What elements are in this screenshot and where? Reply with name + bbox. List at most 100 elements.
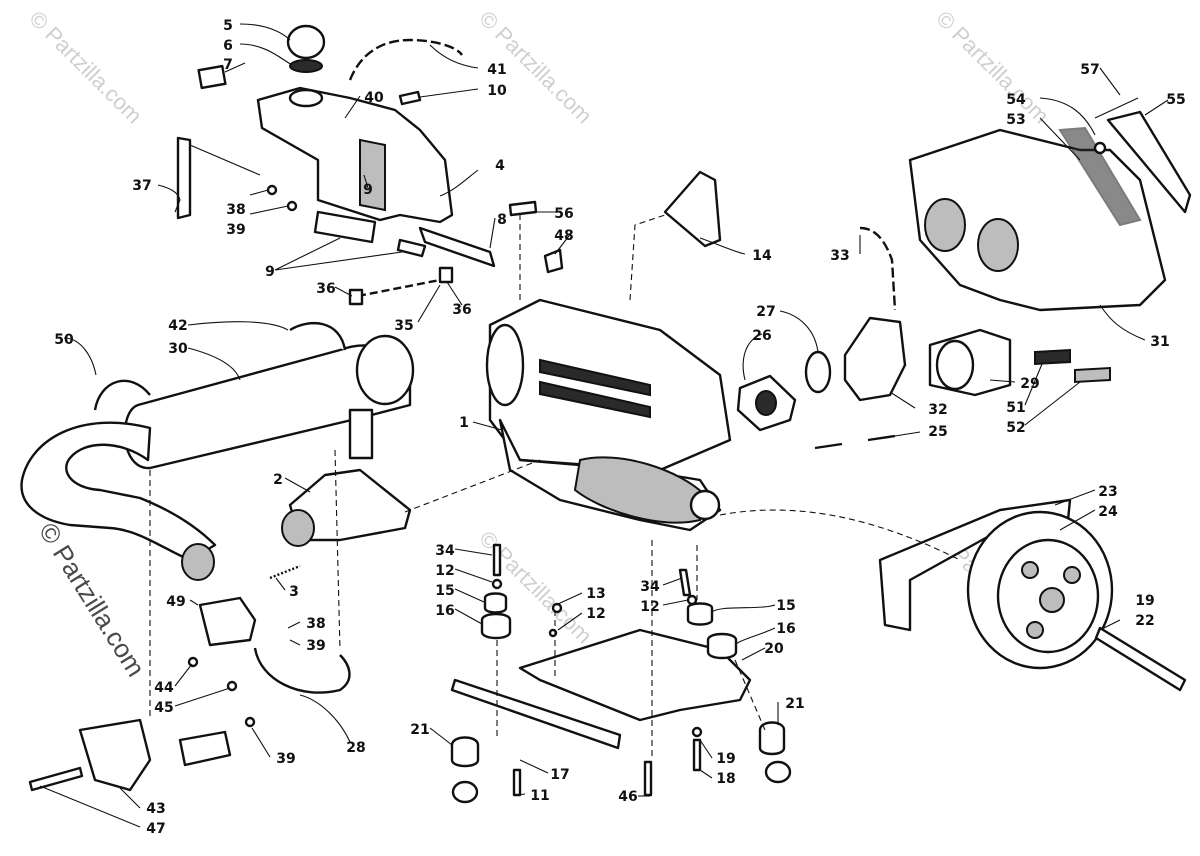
callout-2: 2 bbox=[273, 472, 283, 488]
callout-16-a: 16 bbox=[435, 603, 454, 619]
callout-25: 25 bbox=[928, 424, 947, 440]
callout-12-c: 12 bbox=[640, 599, 659, 615]
mount-21a bbox=[450, 736, 480, 768]
mount-52 bbox=[1074, 366, 1111, 384]
callout-44: 44 bbox=[154, 680, 174, 696]
clutch-bolt-22 bbox=[1094, 626, 1187, 692]
clutch-hole-2 bbox=[1063, 566, 1081, 584]
exhaust-assembly bbox=[20, 322, 415, 792]
callout-1: 1 bbox=[459, 415, 469, 431]
callout-42: 42 bbox=[168, 318, 187, 334]
manifold-flange bbox=[281, 509, 315, 547]
washer-44 bbox=[187, 656, 199, 668]
tank-strap bbox=[176, 136, 192, 220]
hose-25 bbox=[814, 434, 896, 450]
clutch-assembly bbox=[878, 498, 1187, 692]
clutch-hub bbox=[1039, 587, 1065, 613]
bolt-8 bbox=[418, 226, 496, 268]
fuel-cap bbox=[286, 24, 326, 60]
callout-55: 55 bbox=[1166, 92, 1185, 108]
rod-57 bbox=[1094, 97, 1139, 119]
callout-39-c: 39 bbox=[276, 751, 295, 767]
nut-39 bbox=[286, 200, 298, 212]
bolt-46 bbox=[643, 760, 653, 797]
bolt-47 bbox=[28, 766, 84, 792]
callout-6: 6 bbox=[223, 38, 233, 54]
callout-11: 11 bbox=[530, 788, 549, 804]
fuel-tank-assembly bbox=[174, 24, 496, 306]
callout-48: 48 bbox=[554, 228, 573, 244]
callout-41: 41 bbox=[487, 62, 506, 78]
engine-plate-20 bbox=[518, 628, 752, 722]
decal-56 bbox=[508, 200, 538, 217]
washer-38 bbox=[266, 184, 278, 196]
washer-12b bbox=[551, 602, 563, 614]
callout-19-a: 19 bbox=[1135, 593, 1154, 609]
carburetor-body bbox=[843, 316, 907, 402]
clamp-27 bbox=[804, 350, 832, 394]
callout-52: 52 bbox=[1006, 420, 1025, 436]
screw-11 bbox=[512, 768, 522, 797]
callout-30: 30 bbox=[168, 341, 188, 357]
callout-36-b: 36 bbox=[452, 302, 471, 318]
fuel-line-35 bbox=[357, 278, 441, 298]
watermark-top-right: © Partzilla.com bbox=[931, 6, 1054, 129]
callout-31: 31 bbox=[1150, 334, 1169, 350]
watermark-side-left: © Partzilla.com bbox=[33, 517, 151, 681]
foot-21a bbox=[451, 780, 479, 804]
bracket-43 bbox=[78, 718, 152, 792]
foot-21b bbox=[764, 760, 792, 784]
callout-34-a: 34 bbox=[435, 543, 455, 559]
callout-16-b: 16 bbox=[776, 621, 795, 637]
callout-57: 57 bbox=[1080, 62, 1099, 78]
engine-assembly bbox=[485, 170, 732, 532]
fuel-tank bbox=[256, 86, 454, 224]
air-box-assembly bbox=[908, 97, 1192, 384]
callout-21-a: 21 bbox=[410, 722, 429, 738]
callout-37: 37 bbox=[132, 178, 151, 194]
isolator-16b bbox=[706, 632, 738, 660]
mount-51 bbox=[1034, 348, 1071, 366]
callout-38-b: 38 bbox=[306, 616, 325, 632]
callout-9-a: 9 bbox=[363, 182, 373, 198]
isolator-15a bbox=[483, 592, 508, 614]
pad-9b bbox=[396, 238, 427, 258]
callout-50: 50 bbox=[54, 332, 74, 348]
callout-15-b: 15 bbox=[776, 598, 795, 614]
cable-28 bbox=[253, 647, 351, 694]
bolt-18 bbox=[692, 738, 702, 772]
callout-38-a: 38 bbox=[226, 202, 245, 218]
callout-21-b: 21 bbox=[785, 696, 804, 712]
screen-53 bbox=[1058, 126, 1142, 227]
spring-3 bbox=[269, 564, 301, 580]
isolator-15b bbox=[686, 602, 714, 626]
panel-55 bbox=[1106, 110, 1192, 214]
callout-18: 18 bbox=[716, 771, 735, 787]
callout-15-a: 15 bbox=[435, 583, 454, 599]
callout-3: 3 bbox=[289, 584, 299, 600]
callout-23: 23 bbox=[1098, 484, 1117, 500]
callout-12-a: 12 bbox=[435, 563, 454, 579]
clamp-36a bbox=[348, 288, 364, 306]
cap-gasket bbox=[289, 59, 323, 73]
callout-12-b: 12 bbox=[586, 606, 605, 622]
decal-7 bbox=[197, 64, 227, 90]
callout-47: 47 bbox=[146, 821, 165, 837]
bolt-34a bbox=[492, 543, 502, 577]
callout-46: 46 bbox=[618, 789, 637, 805]
watermark-top-left: © Partzilla.com bbox=[24, 6, 147, 129]
callout-19-b: 19 bbox=[716, 751, 735, 767]
callout-51: 51 bbox=[1006, 400, 1025, 416]
rail-17 bbox=[450, 678, 622, 750]
callout-4: 4 bbox=[495, 158, 505, 174]
clamp-36b bbox=[438, 266, 454, 284]
silencer-port-right bbox=[977, 218, 1019, 272]
carburetor-assembly bbox=[736, 226, 1012, 450]
strap-rod bbox=[174, 144, 261, 213]
pipe-coupler bbox=[181, 543, 215, 581]
crank-end bbox=[689, 489, 721, 521]
washer-39c bbox=[244, 716, 256, 728]
callout-35: 35 bbox=[394, 318, 413, 334]
fuel-tank-window bbox=[359, 138, 386, 212]
